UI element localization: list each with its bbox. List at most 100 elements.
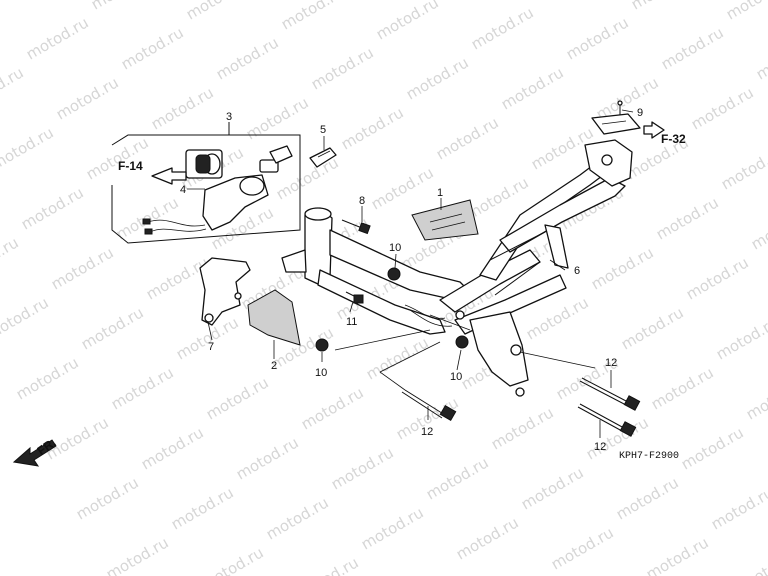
watermark-text: motod.ru <box>533 0 602 3</box>
watermark-text: motod.ru <box>368 163 437 213</box>
watermark-text: motod.ru <box>423 453 492 503</box>
rear-plate <box>591 113 641 135</box>
callout-8: 8 <box>359 195 365 207</box>
key <box>309 147 337 168</box>
bolt-12-right-lower <box>577 403 637 437</box>
callout-6: 6 <box>574 265 580 277</box>
lock-assembly-box <box>111 122 301 244</box>
watermark-text: motod.ru <box>23 13 92 63</box>
diagram-code: KPH7-F2900 <box>619 451 679 462</box>
watermark-text: motod.ru <box>618 303 687 353</box>
watermark-text: motod.ru <box>658 23 727 73</box>
callout-1: 1 <box>437 187 443 199</box>
watermark-text: motod.ru <box>613 473 682 523</box>
watermark-text: motod.ru <box>48 243 117 293</box>
watermark-text: motod.ru <box>233 433 302 483</box>
watermark-text: motod.ru <box>468 3 537 53</box>
watermark-text: motod.ru <box>643 533 712 576</box>
watermark-text: motod.ru <box>718 143 768 193</box>
watermark-text: motod.ru <box>723 0 768 23</box>
watermark-text: motod.ru <box>748 203 768 253</box>
ref-f32-label: F-32 <box>661 132 686 146</box>
watermark-text: motod.ru <box>103 533 172 576</box>
watermark-text: motod.ru <box>363 333 432 383</box>
watermark-text: motod.ru <box>0 123 57 173</box>
watermark-text: motod.ru <box>298 383 367 433</box>
watermark-text: motod.ru <box>88 0 157 13</box>
nut-10-left <box>315 338 329 352</box>
watermark-text: motod.ru <box>688 83 757 133</box>
watermark-text: motod.ru <box>293 553 362 576</box>
callout-4: 4 <box>180 184 186 196</box>
watermark-text: motod.ru <box>628 0 697 13</box>
f14-arrow-icon <box>151 167 187 185</box>
watermark-text: motod.ru <box>648 363 717 413</box>
callout-3: 3 <box>226 111 232 123</box>
watermark-text: motod.ru <box>498 63 567 113</box>
watermark-text: motod.ru <box>118 23 187 73</box>
watermark-text: motod.ru <box>373 0 442 43</box>
mount-bracket <box>199 257 251 326</box>
watermark-text: motod.ru <box>198 543 267 576</box>
callout-12-right-lower: 12 <box>594 441 606 453</box>
watermark-text: motod.ru <box>653 193 722 243</box>
front-arrow-icon <box>12 439 57 467</box>
watermark-text: motod.ru <box>518 463 587 513</box>
watermark-text: motod.ru <box>273 153 342 203</box>
watermark-text: motod.ru <box>453 513 522 563</box>
watermark-text: motod.ru <box>743 373 768 423</box>
watermark-text: motod.ru <box>148 83 217 133</box>
bolt-8 <box>341 219 371 235</box>
f32-arrow-icon <box>643 121 665 139</box>
callout-10-upper: 10 <box>389 242 401 254</box>
watermark-text: motod.ru <box>13 353 82 403</box>
frame-body <box>281 139 633 397</box>
watermark-text: motod.ru <box>433 113 502 163</box>
watermark-text: motod.ru <box>753 33 768 83</box>
nut-10-lower <box>455 335 469 349</box>
watermark-text: motod.ru <box>0 63 27 113</box>
watermark-text: motod.ru <box>358 503 427 553</box>
nut-10-upper <box>387 267 401 281</box>
floor-cover <box>247 289 301 346</box>
watermark-text: motod.ru <box>183 0 252 23</box>
watermark-text: motod.ru <box>113 193 182 243</box>
ref-f14-label: F-14 <box>118 159 143 173</box>
frame-plate <box>411 199 479 241</box>
watermark-text: motod.ru <box>73 473 142 523</box>
watermark-text: motod.ru <box>338 103 407 153</box>
watermark-text: motod.ru <box>53 73 122 123</box>
watermark-text: motod.ru <box>403 53 472 103</box>
callout-12-left: 12 <box>421 426 433 438</box>
callout-10-lower: 10 <box>450 371 462 383</box>
callout-9: 9 <box>637 107 643 119</box>
watermark-text: motod.ru <box>18 183 87 233</box>
watermark-text: motod.ru <box>328 443 397 493</box>
watermark-text: motod.ru <box>678 423 747 473</box>
watermark-text: motod.ru <box>308 43 377 93</box>
watermark-text: motod.ru <box>563 13 632 63</box>
watermark-text: motod.ru <box>488 403 557 453</box>
watermark-text: motod.ru <box>203 373 272 423</box>
bolt-12-left <box>401 389 457 422</box>
watermark-text: motod.ru <box>683 253 752 303</box>
bolt-11 <box>345 291 364 304</box>
watermark-text: motod.ru <box>243 93 312 143</box>
watermark-text: motod.ru <box>138 423 207 473</box>
watermark-text: motod.ru <box>78 303 147 353</box>
callout-10-left: 10 <box>315 367 327 379</box>
watermark-text: motod.ru <box>0 293 52 343</box>
watermark-text: motod.ru <box>738 543 768 576</box>
watermark-text: motod.ru <box>43 413 112 463</box>
watermark-text: motod.ru <box>548 523 617 573</box>
leader-lines <box>187 109 634 438</box>
callout-2: 2 <box>271 360 277 372</box>
callout-11: 11 <box>346 316 357 328</box>
watermark-text: motod.ru <box>263 493 332 543</box>
watermark-text: motod.ru <box>108 363 177 413</box>
watermark-text: motod.ru <box>588 243 657 293</box>
watermark-text: motod.ru <box>713 313 768 363</box>
